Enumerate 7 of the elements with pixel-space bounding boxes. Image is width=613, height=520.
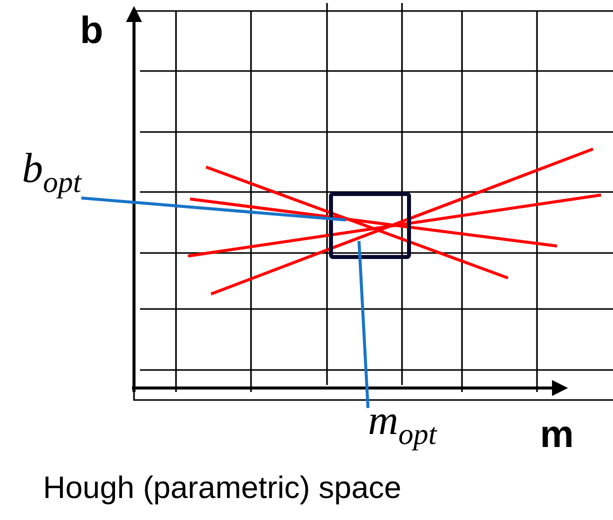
caption: Hough (parametric) space [43,472,402,503]
math-label: b$_{opt}$ [22,148,82,198]
axis-label: m [540,416,574,454]
leader-line [358,240,370,408]
math-label: m$_{opt}$ [368,400,437,450]
axis-label: b [80,12,104,50]
leader-line [81,196,346,222]
